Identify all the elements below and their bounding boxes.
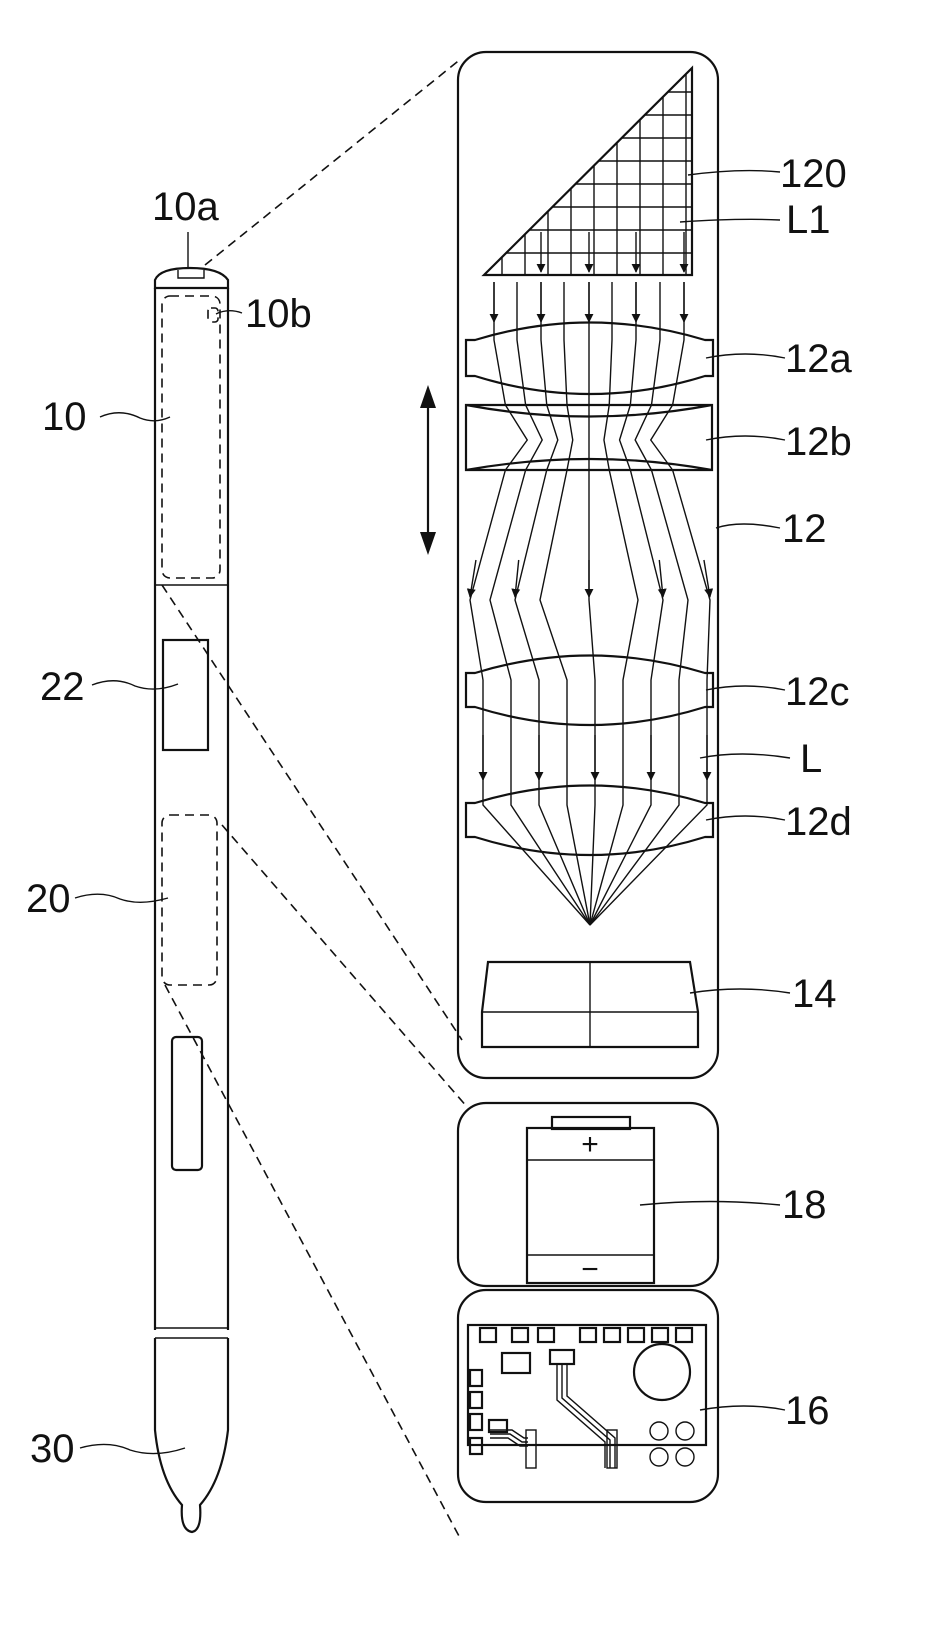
pen-barrel [155, 288, 228, 1330]
middle-module [162, 815, 217, 985]
light-ray [589, 282, 595, 925]
label-16: 16 [785, 1389, 830, 1433]
leader-lines [75, 171, 790, 1454]
label-120: 120 [780, 152, 847, 196]
label-12c: 12c [785, 670, 850, 714]
circuit-panel [458, 1290, 718, 1502]
pen-tip [155, 1338, 228, 1532]
circuit-chip [604, 1328, 620, 1342]
optics-frame [458, 52, 718, 1078]
battery-minus: − [581, 1253, 599, 1286]
zoom-lines [162, 58, 468, 1538]
label-L1: L1 [786, 198, 831, 242]
battery-panel: + − [458, 1103, 718, 1286]
label-12: 12 [782, 507, 827, 551]
circuit-chip [470, 1414, 482, 1430]
cap-sensor [208, 308, 218, 322]
circuit-frame [458, 1290, 718, 1502]
detector-14 [482, 962, 698, 1047]
label-20: 20 [26, 877, 71, 921]
window-22 [163, 640, 208, 750]
lens-12d [466, 786, 713, 856]
double-arrow-icon [420, 385, 436, 555]
labels: 10a 10b 10 22 20 30 120 L1 12a 12b 12 12… [26, 152, 852, 1471]
battery-plus: + [581, 1128, 599, 1161]
lens-12c [466, 656, 713, 726]
label-10b: 10b [245, 292, 312, 336]
label-10a: 10a [152, 185, 219, 229]
light-ray [540, 282, 590, 925]
circuit-chip [470, 1370, 482, 1386]
label-10: 10 [42, 395, 87, 439]
circuit-chip [580, 1328, 596, 1342]
circuit-chip [628, 1328, 644, 1342]
pen [155, 268, 228, 1532]
battery-18: + − [527, 1117, 654, 1286]
circuit-chip [538, 1328, 554, 1342]
light-rays [470, 232, 710, 925]
circuit-chip [652, 1328, 668, 1342]
circuit-chip [470, 1392, 482, 1408]
circuit-chip [512, 1328, 528, 1342]
pen-slot [172, 1037, 202, 1170]
light-ray [490, 282, 590, 925]
label-12b: 12b [785, 420, 852, 464]
label-22: 22 [40, 665, 85, 709]
light-ray [590, 282, 638, 925]
light-ray [590, 282, 710, 925]
label-30: 30 [30, 1427, 75, 1471]
label-12a: 12a [785, 337, 852, 381]
optics-panel [420, 52, 718, 1078]
upper-module [162, 296, 220, 578]
label-L: L [800, 737, 822, 781]
label-18: 18 [782, 1183, 827, 1227]
circuit-chip [480, 1328, 496, 1342]
light-ray [590, 282, 663, 925]
label-12d: 12d [785, 800, 852, 844]
image-sensor [484, 68, 692, 275]
circuit-chip [676, 1328, 692, 1342]
label-14: 14 [792, 972, 837, 1016]
circuit-board-16 [468, 1325, 706, 1468]
